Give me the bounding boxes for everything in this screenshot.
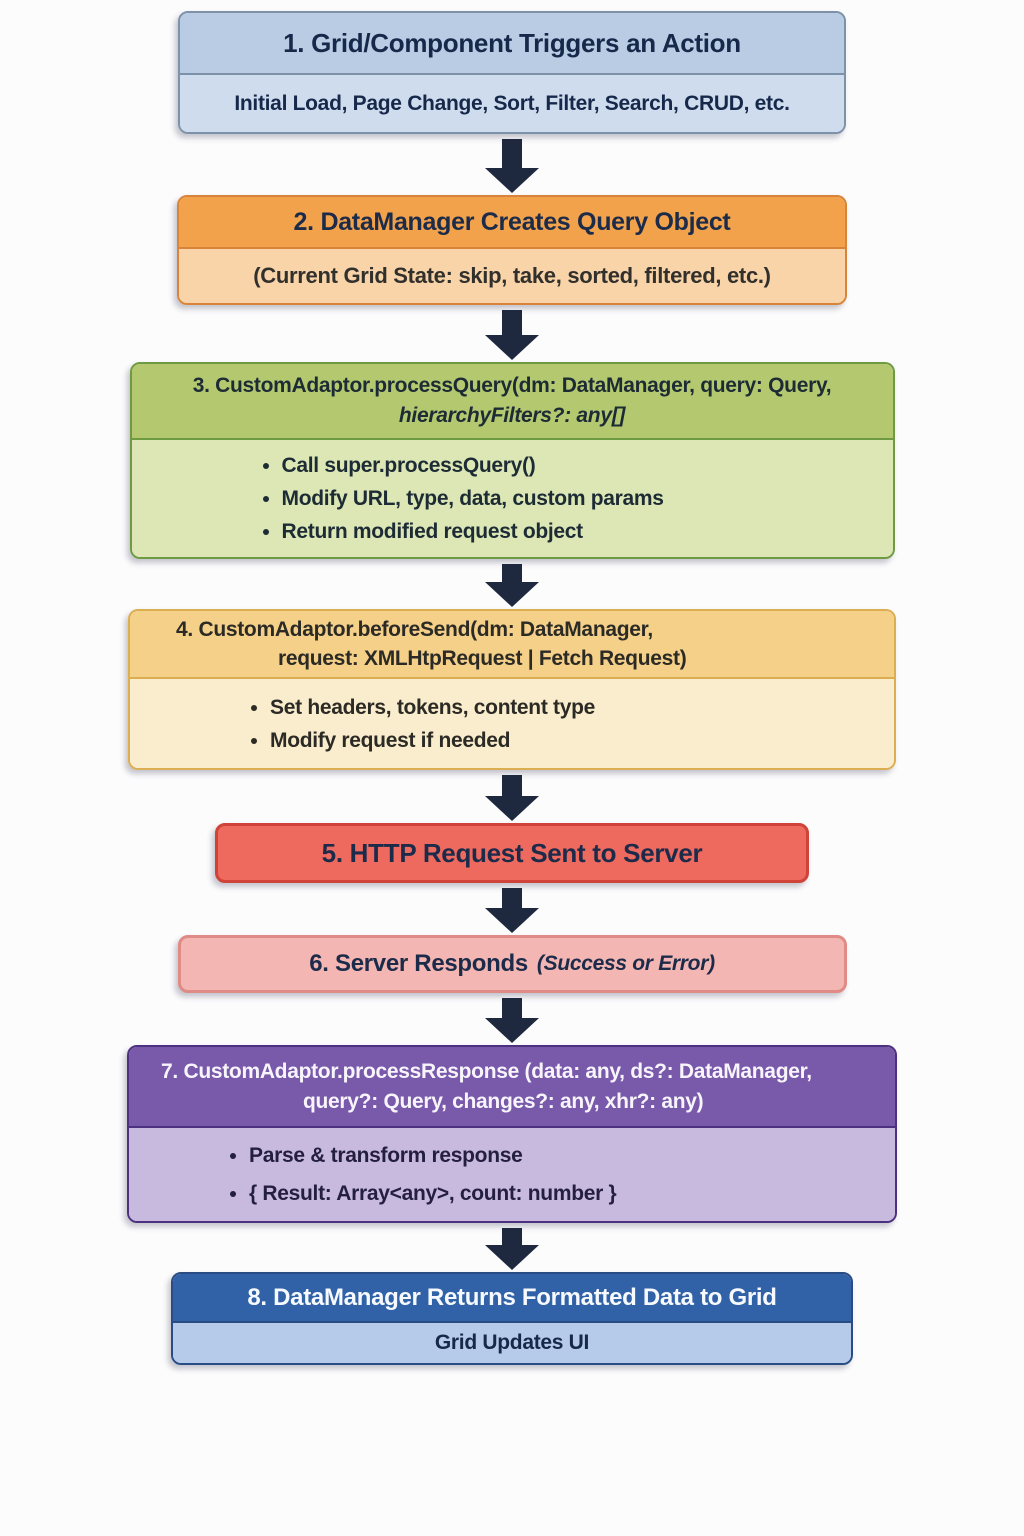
arrow-head-icon (485, 796, 539, 821)
step-4-title-rest: dm: DataManager, (476, 618, 653, 641)
step-4-title-bold: 4. CustomAdaptor.beforeSend( (176, 618, 477, 641)
step-4-title: 4. CustomAdaptor.beforeSend(dm: DataMana… (130, 611, 894, 679)
arrow-stem (502, 888, 522, 908)
step-4-bullets: Set headers, tokens, content type Modify… (130, 691, 595, 757)
step-3-title: 3. CustomAdaptor.processQuery(dm: DataMa… (131, 364, 893, 440)
step-7-title-bold: 7. CustomAdaptor.processResponse (161, 1059, 519, 1083)
step-4-box: 4. CustomAdaptor.beforeSend(dm: DataMana… (128, 609, 896, 770)
step-7-body: Parse & transform response { Result: Arr… (129, 1128, 895, 1221)
flow-arrow-2 (485, 305, 539, 362)
arrow-stem (502, 564, 522, 582)
step-7-bullets: Parse & transform response { Result: Arr… (129, 1137, 617, 1213)
step-6-box: 6. Server Responds (Success or Error) (177, 935, 847, 993)
flow-arrow-3 (485, 559, 539, 609)
arrow-head-icon (485, 335, 539, 360)
flow-arrow-7 (485, 1223, 539, 1272)
arrow-head-icon (485, 908, 539, 933)
arrow-stem (502, 310, 522, 335)
step-8-subtitle: Grid Updates UI (173, 1323, 851, 1363)
arrow-head-icon (485, 582, 539, 607)
step-3-title-bold: 3. CustomAdaptor. (192, 374, 375, 397)
step-7-title-line2: query?: Query, changes?: any, xhr?: any) (303, 1089, 704, 1113)
bullet-item: Call super.processQuery() (282, 449, 664, 482)
arrow-head-icon (485, 168, 539, 193)
bullet-item: Parse & transform response (249, 1137, 616, 1175)
flow-arrow-1 (485, 134, 539, 195)
arrow-stem (502, 775, 522, 796)
step-3-box: 3. CustomAdaptor.processQuery(dm: DataMa… (129, 362, 895, 559)
flow-arrow-6 (485, 993, 539, 1045)
step-3-body: Call super.processQuery() Modify URL, ty… (131, 440, 893, 557)
arrow-head-icon (485, 1018, 539, 1043)
step-4-title-line2: request: XMLHtpRequest | Fetch Request) (278, 647, 687, 670)
step-6-title: 6. Server Responds (309, 950, 528, 977)
step-5-title: 5. HTTP Request Sent to Server (321, 837, 703, 868)
step-3-title-line2: hierarchyFilters?: any[] (398, 404, 626, 427)
arrow-stem (502, 998, 522, 1018)
step-3-title-rest: processQuery(dm: DataManager, query: Que… (374, 374, 832, 397)
step-5-box: 5. HTTP Request Sent to Server (215, 823, 809, 883)
step-7-title-rest: (data: any, ds?: DataManager, (519, 1059, 813, 1083)
bullet-item: Return modified request object (282, 515, 664, 548)
step-1-title: 1. Grid/Component Triggers an Action (180, 13, 844, 75)
arrow-stem (502, 139, 522, 168)
step-7-box: 7. CustomAdaptor.processResponse (data: … (127, 1045, 897, 1223)
step-1-box: 1. Grid/Component Triggers an Action Ini… (178, 11, 846, 134)
bullet-item: Set headers, tokens, content type (270, 691, 595, 724)
step-6-title-italic: (Success or Error) (536, 952, 715, 975)
step-2-subtitle: (Current Grid State: skip, take, sorted,… (179, 249, 845, 303)
arrow-stem (502, 1228, 522, 1245)
step-7-title: 7. CustomAdaptor.processResponse (data: … (129, 1047, 895, 1128)
step-8-title: 8. DataManager Returns Formatted Data to… (173, 1274, 851, 1323)
bullet-item: { Result: Array<any>, count: number } (249, 1175, 617, 1213)
flow-arrow-5 (485, 883, 539, 935)
step-3-bullets: Call super.processQuery() Modify URL, ty… (132, 449, 664, 548)
step-4-body: Set headers, tokens, content type Modify… (130, 679, 894, 768)
flow-arrow-4 (485, 770, 539, 823)
bullet-item: Modify request if needed (270, 724, 595, 757)
arrow-head-icon (485, 1245, 539, 1270)
step-1-subtitle: Initial Load, Page Change, Sort, Filter,… (180, 75, 844, 132)
bullet-item: Modify URL, type, data, custom params (282, 482, 664, 515)
step-2-title: 2. DataManager Creates Query Object (179, 197, 845, 249)
step-2-box: 2. DataManager Creates Query Object (Cur… (177, 195, 847, 305)
step-8-box: 8. DataManager Returns Formatted Data to… (171, 1272, 853, 1365)
